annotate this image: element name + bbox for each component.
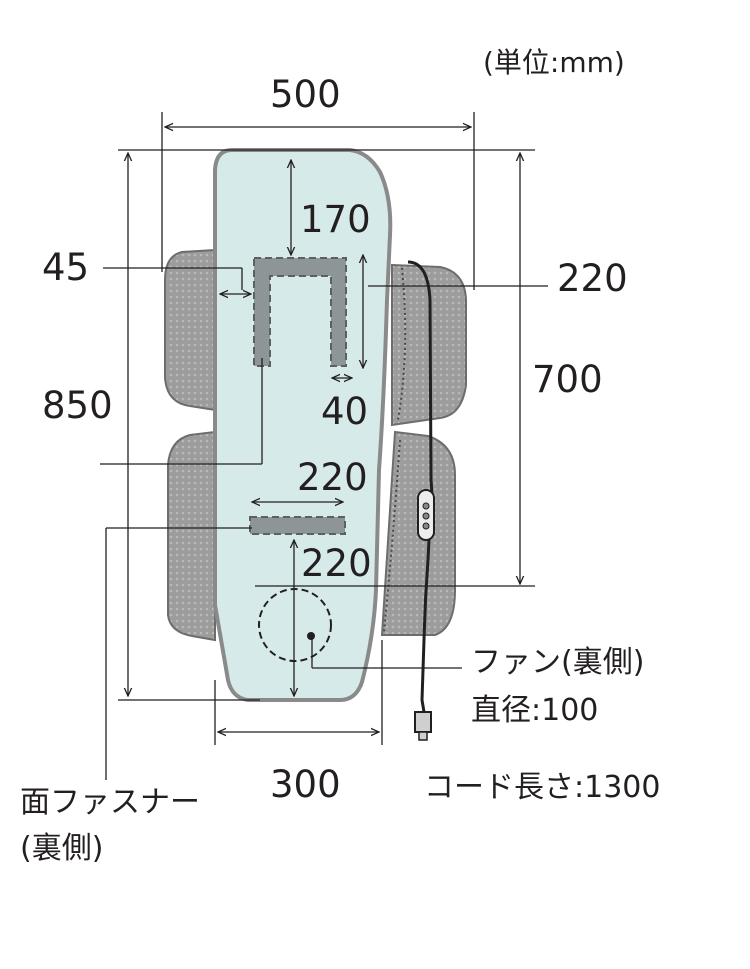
dimension-lines bbox=[100, 112, 548, 780]
fastener-lower bbox=[249, 516, 346, 535]
left-lower-wing bbox=[167, 430, 216, 642]
fastener-upper bbox=[253, 257, 347, 367]
dim-back-height: 700 bbox=[532, 358, 603, 401]
dim-upper-gap: 40 bbox=[321, 390, 368, 433]
dim-fan-offset: 220 bbox=[301, 542, 372, 585]
fan-center-dot bbox=[307, 632, 315, 640]
unit-label: (単位:mm) bbox=[483, 46, 625, 79]
dim-side-offset: 45 bbox=[42, 246, 89, 289]
controller-cord bbox=[407, 260, 435, 741]
fan-diameter-label: 直径:100 bbox=[471, 693, 598, 728]
fan-label: ファン(裏側) bbox=[471, 645, 644, 680]
right-seam bbox=[383, 267, 407, 633]
dim-seat-width: 300 bbox=[270, 763, 341, 806]
dim-total-width: 500 bbox=[270, 73, 341, 116]
fastener-side-label: (裏側) bbox=[20, 831, 103, 866]
dim-upper-height: 220 bbox=[557, 257, 628, 300]
dim-lower-width: 220 bbox=[297, 456, 368, 499]
dim-total-height: 850 bbox=[42, 384, 113, 427]
cord-length-label: コード長さ:1300 bbox=[424, 770, 660, 805]
left-upper-wing bbox=[164, 248, 216, 412]
fastener-label: 面ファスナー bbox=[20, 785, 200, 820]
usb-plug bbox=[414, 711, 432, 733]
dim-top-offset: 170 bbox=[300, 198, 371, 241]
